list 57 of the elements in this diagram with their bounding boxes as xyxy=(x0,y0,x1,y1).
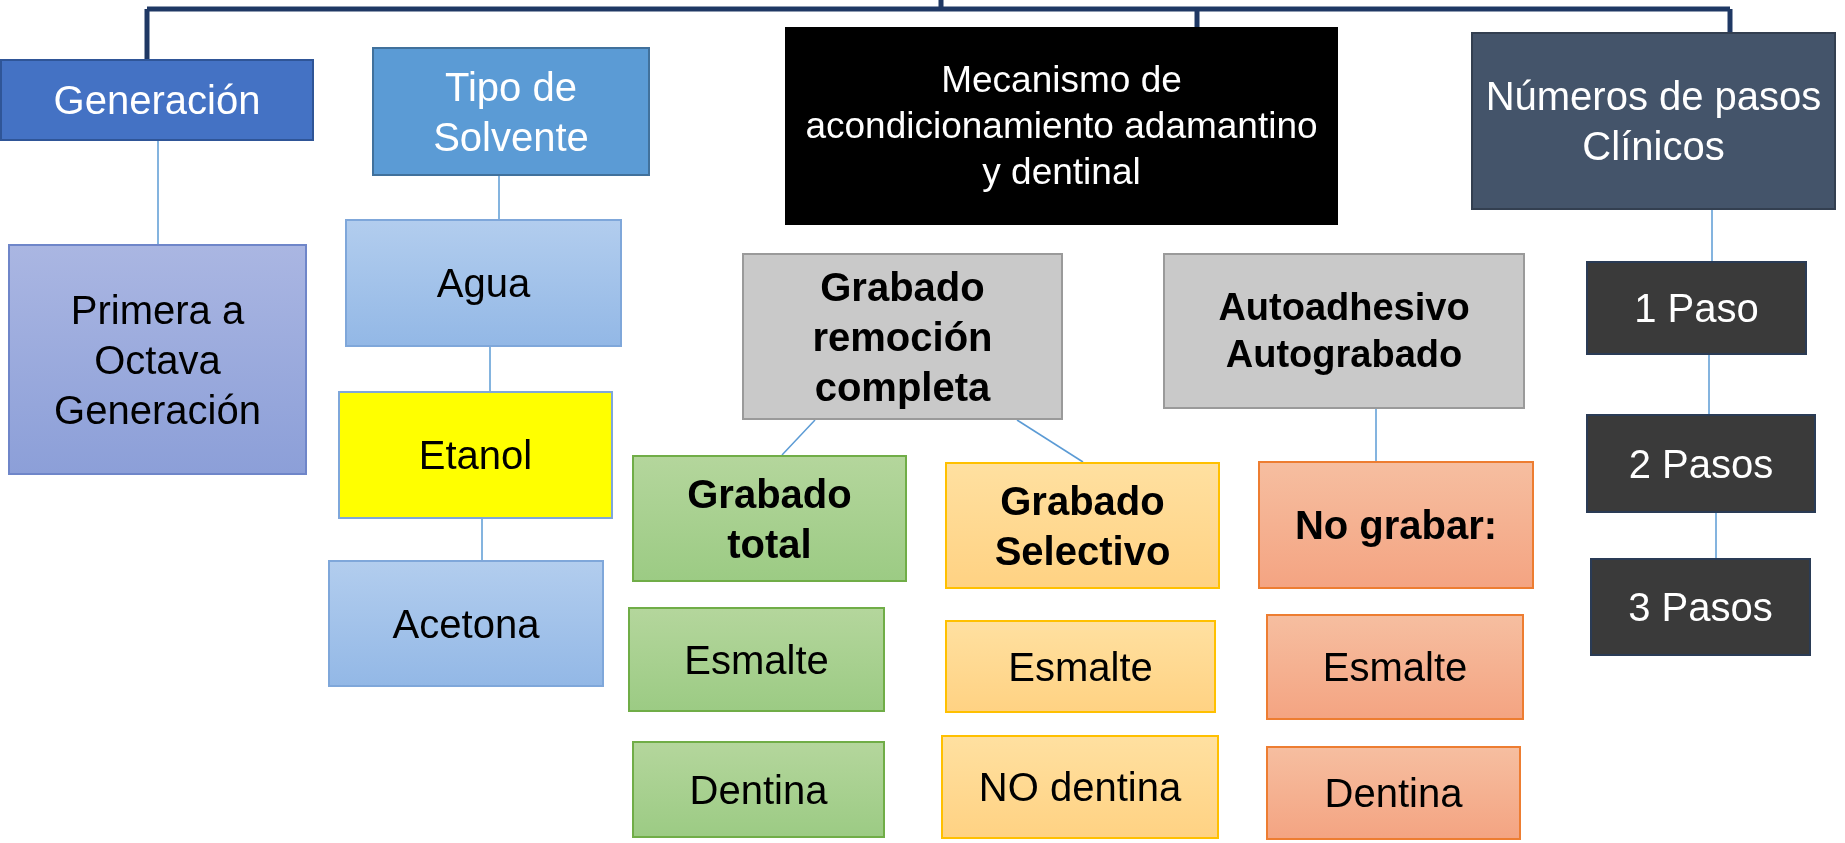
connector-line xyxy=(1715,512,1717,559)
category-box xyxy=(338,391,613,519)
box-label: Autoadhesivo Autograbado xyxy=(1217,284,1471,377)
category-box xyxy=(945,620,1216,713)
connector-line xyxy=(781,419,816,456)
box-label: 2 Pasos xyxy=(1628,440,1774,488)
box-label: Primera a Octava Generación xyxy=(53,286,262,434)
connector-line xyxy=(489,346,491,392)
category-box xyxy=(1586,261,1807,355)
box-label: Grabado remoción completa xyxy=(811,263,994,411)
connector-line xyxy=(498,175,500,220)
category-box xyxy=(1586,414,1816,513)
connector-line xyxy=(1016,419,1084,463)
category-box xyxy=(1258,461,1534,589)
category-box xyxy=(328,560,604,687)
box-label: Generación xyxy=(53,77,261,124)
box-label: Números de pasos Clínicos xyxy=(1484,73,1823,170)
category-box xyxy=(742,253,1063,420)
category-box xyxy=(1266,746,1521,840)
connector-line xyxy=(157,140,159,245)
category-box xyxy=(0,59,314,141)
box-label: Esmalte xyxy=(684,636,829,684)
category-box xyxy=(632,455,907,582)
box-label: Esmalte xyxy=(1322,644,1468,691)
connector-line xyxy=(144,9,150,59)
category-box xyxy=(1266,614,1524,720)
box-label: Grabado total xyxy=(686,470,853,568)
box-label: Agua xyxy=(436,260,531,307)
connector-line xyxy=(1727,9,1733,32)
connector-line xyxy=(481,518,483,561)
category-box xyxy=(945,462,1220,589)
box-label: Acetona xyxy=(392,600,540,648)
box-label: Tipo de Solvente xyxy=(432,63,590,161)
connector-line xyxy=(1194,9,1200,27)
connector-line xyxy=(1375,408,1377,462)
category-box xyxy=(785,27,1338,225)
box-label: Dentina xyxy=(1324,770,1463,817)
category-box xyxy=(345,219,622,347)
category-box xyxy=(372,47,650,176)
box-label: 1 Paso xyxy=(1634,285,1759,332)
category-box xyxy=(941,735,1219,839)
category-box xyxy=(1163,253,1525,409)
box-label: Etanol xyxy=(418,432,533,479)
box-label: No grabar: xyxy=(1294,502,1498,549)
box-label: Mecanismo de acondicionamiento adamantino y dentinal xyxy=(804,57,1319,195)
box-label: NO dentina xyxy=(978,764,1182,811)
category-box xyxy=(1471,32,1836,210)
category-box xyxy=(632,741,885,838)
box-label: Grabado Selectivo xyxy=(993,477,1172,575)
category-box xyxy=(1590,558,1811,656)
box-label: Dentina xyxy=(689,766,828,814)
box-label: Esmalte xyxy=(1008,643,1153,691)
connector-line xyxy=(1708,354,1710,415)
category-box xyxy=(8,244,307,475)
connector-line xyxy=(1711,209,1713,262)
box-label: 3 Pasos xyxy=(1628,584,1773,631)
category-box xyxy=(628,607,885,712)
